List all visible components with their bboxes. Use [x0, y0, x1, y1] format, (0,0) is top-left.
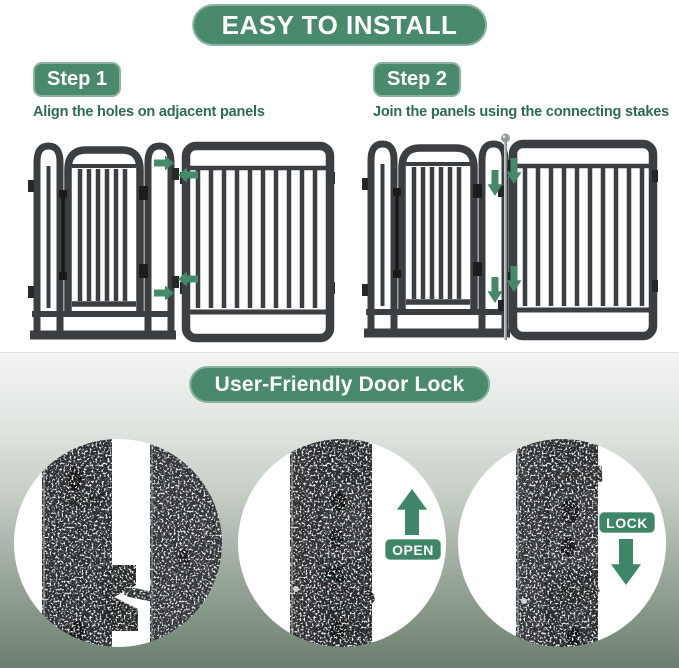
- step-2-badge: Step 2: [373, 62, 461, 97]
- lock-badge: LOCK: [598, 511, 656, 534]
- open-arrow-icon: [397, 489, 427, 535]
- door-lock-banner-label: User-Friendly Door Lock: [214, 372, 465, 396]
- step-2-description: Join the panels using the connecting sta…: [373, 104, 669, 120]
- open-badge: OPEN: [384, 538, 442, 561]
- connecting-stake: [501, 133, 510, 340]
- step-1-badge: Step 1: [33, 62, 121, 97]
- door-lock-section: User-Friendly Door Lock: [0, 353, 679, 668]
- door-panel-illustration: [364, 140, 510, 338]
- door-handle: [59, 190, 67, 280]
- plain-panel-illustration: [181, 141, 335, 343]
- step-1-diagram: [28, 141, 335, 343]
- step-2-label: Step 2: [386, 68, 448, 90]
- door-panel-illustration: [30, 142, 176, 340]
- door-hinges: [139, 186, 148, 278]
- lock-hardware-photo: [290, 439, 375, 647]
- step-2-diagram: [362, 133, 658, 341]
- lock-hardware-photo: [42, 439, 222, 647]
- lock-photo-open: OPEN: [238, 439, 446, 647]
- lock-arrow-icon: [611, 539, 641, 585]
- lock-label-text: LOCK: [606, 515, 648, 531]
- door-handle: [393, 188, 401, 278]
- step-1-label: Step 1: [46, 68, 108, 90]
- plain-panel-illustration: [508, 139, 658, 341]
- door-lock-banner: User-Friendly Door Lock: [188, 366, 491, 403]
- open-label-text: OPEN: [392, 542, 434, 558]
- lock-photo-locked: LOCK: [458, 439, 666, 647]
- install-banner-label: EASY TO INSTALL: [221, 9, 458, 40]
- install-banner: EASY TO INSTALL: [191, 4, 488, 46]
- door-hinges: [473, 184, 482, 276]
- step-1-description: Align the holes on adjacent panels: [33, 104, 265, 120]
- lock-photo-aligned: [14, 439, 222, 647]
- stake-arrow-icon: [487, 277, 503, 303]
- section-divider: [0, 352, 679, 353]
- lock-hardware-photo: [516, 439, 603, 647]
